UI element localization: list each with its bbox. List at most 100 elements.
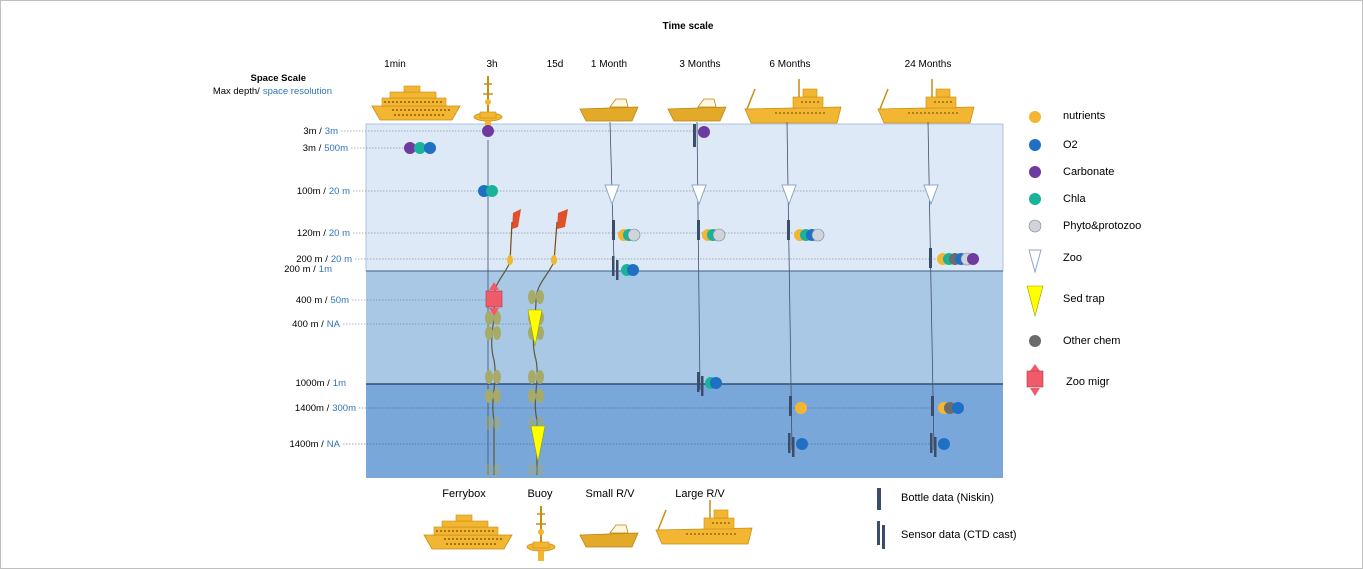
ctd-marker — [788, 433, 791, 453]
legend-label: Zoo — [1063, 252, 1082, 264]
legend-label: Other chem — [1063, 335, 1120, 347]
depth-label: 3m /3m — [303, 126, 338, 137]
depth-label: 400 m /NA — [292, 319, 341, 330]
ctd-marker — [697, 372, 700, 392]
legend-label: Zoo migr — [1066, 376, 1110, 388]
layer-deep — [366, 384, 1003, 478]
chla-marker — [414, 142, 426, 154]
time-label: 3 Months — [679, 59, 720, 70]
time-label: 3h — [486, 59, 497, 70]
legend-label: Phyto&protozoo — [1063, 220, 1141, 232]
small-vessel-icon — [579, 98, 639, 122]
time-columns: 1min 3h 15d 1 Month 3 Months 6 Months 24… — [384, 59, 951, 70]
layer-mid — [366, 271, 1003, 384]
buoy-icon — [526, 505, 556, 562]
carbonate-marker — [404, 142, 416, 154]
ferry-icon — [371, 85, 461, 121]
large-vessel-icon — [655, 499, 753, 545]
sensor-data-icon — [882, 525, 885, 549]
ctd-marker — [792, 437, 795, 457]
phyto-marker — [811, 228, 825, 242]
legend-label: Sed trap — [1063, 293, 1105, 305]
carbonate-marker — [967, 253, 979, 265]
time-label: 1min — [384, 59, 406, 70]
zoo-marker — [604, 184, 620, 206]
legend-label: Carbonate — [1063, 166, 1114, 178]
other-chem-legend-icon — [1029, 335, 1041, 347]
small-vessel-icon — [579, 524, 639, 548]
o2-legend-icon — [1029, 139, 1041, 151]
large-vessel-icon — [744, 78, 842, 124]
platform-label: Large R/V — [675, 488, 725, 500]
bottle-marker — [789, 396, 792, 416]
depth-label: 400 m /50m — [296, 295, 349, 306]
carbonate-marker — [698, 126, 710, 138]
zoo-marker — [923, 184, 939, 206]
bottle-marker — [929, 248, 932, 268]
depth-label: 200 m /20 m — [296, 254, 352, 265]
ctd-marker — [930, 433, 933, 453]
ferry-icon — [423, 514, 513, 550]
sampling-markers — [404, 124, 979, 457]
time-label: 6 Months — [769, 59, 810, 70]
chla-legend-icon — [1029, 193, 1041, 205]
depth-label: 100m /20 m — [297, 186, 350, 197]
platform-label: Buoy — [527, 488, 553, 500]
bottle-marker — [612, 220, 615, 240]
large-vessel-icon — [877, 78, 975, 124]
bottle-marker — [787, 220, 790, 240]
bottle-marker — [697, 220, 700, 240]
zoo-marker — [781, 184, 797, 206]
sensor-data-icon — [877, 521, 880, 545]
sed-trap-legend-icon — [1026, 285, 1044, 318]
bottle-marker — [931, 396, 934, 416]
o2-marker — [710, 377, 722, 389]
nutrients-legend-icon — [1029, 111, 1041, 123]
zoo-migr-legend-icon — [1026, 364, 1044, 396]
sediment-trap-icon — [530, 425, 546, 463]
platform-label: Small R/V — [586, 488, 636, 500]
legend-label: O2 — [1063, 139, 1078, 151]
small-vessel-icon — [667, 98, 727, 122]
time-label: 24 Months — [905, 59, 952, 70]
depth-label: 1400m /300m — [295, 403, 356, 414]
mooring-3h — [485, 209, 521, 477]
space-scale-title: Space Scale — [251, 73, 306, 84]
sensor-data-label: Sensor data (CTD cast) — [901, 529, 1017, 541]
o2-marker — [952, 402, 964, 414]
space-scale-subtitle: Max depth/space resolution — [213, 86, 332, 97]
o2-marker — [938, 438, 950, 450]
zoo-legend-icon — [1028, 249, 1042, 274]
legend-label: nutrients — [1063, 110, 1106, 122]
buoy-icon — [473, 75, 503, 132]
bottle-marker — [693, 124, 696, 147]
carbonate-marker — [482, 125, 494, 137]
platform-legend: Ferrybox Buoy Small R/V Large R/V — [442, 488, 725, 500]
zoo-migration-icon — [485, 282, 503, 316]
o2-marker — [627, 264, 639, 276]
o2-marker — [424, 142, 436, 154]
phyto-marker — [712, 228, 726, 242]
ctd-marker — [612, 256, 615, 276]
layer-surface — [365, 123, 1004, 272]
bottle-data-icon — [877, 488, 881, 510]
ctd-marker — [701, 376, 704, 396]
carbonate-legend-icon — [1029, 166, 1041, 178]
phyto-marker — [627, 228, 641, 242]
depth-label: 1400m /NA — [289, 439, 340, 450]
legend-label: Chla — [1063, 193, 1087, 205]
phyto-legend-icon — [1028, 219, 1042, 233]
time-label: 1 Month — [591, 59, 627, 70]
platform-label: Ferrybox — [442, 488, 486, 500]
ctd-marker — [934, 437, 937, 457]
depth-label: 200 m /1m — [284, 264, 332, 275]
sediment-trap-icon — [527, 309, 543, 347]
depth-label: 120m /20 m — [297, 228, 350, 239]
ctd-marker — [616, 260, 619, 280]
depth-label: 3m /500m — [303, 143, 348, 154]
variable-legend: nutrients O2 Carbonate Chla Phyto&protoz… — [1026, 110, 1141, 396]
zoo-marker — [691, 184, 707, 206]
time-scale-title: Time scale — [663, 21, 714, 32]
nutrients-marker — [795, 402, 807, 414]
